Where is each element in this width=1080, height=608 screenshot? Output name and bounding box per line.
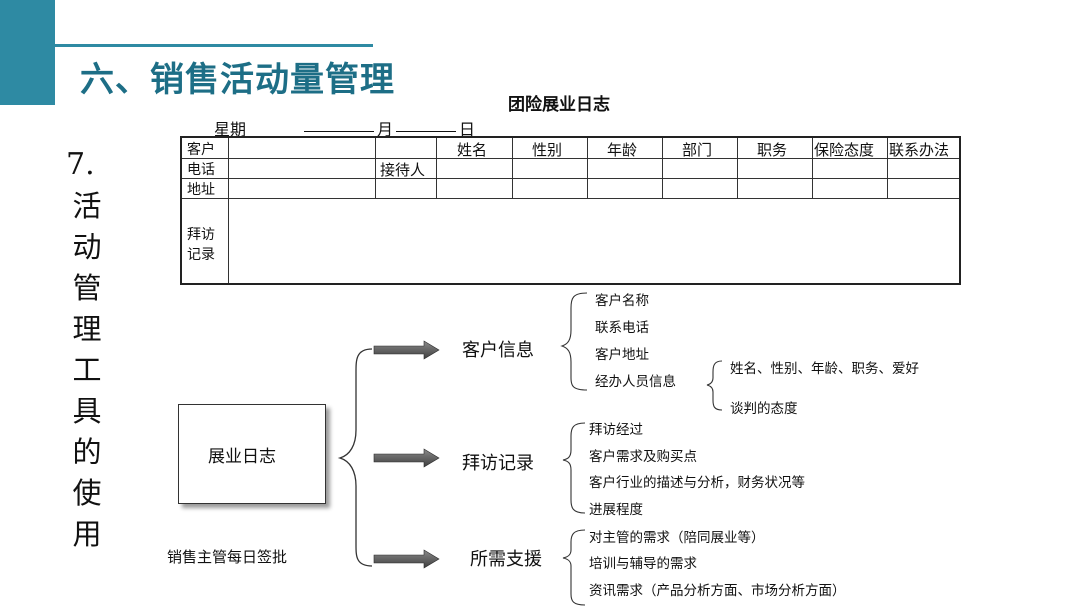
branch-label-support-needs: 所需支援 (470, 549, 542, 570)
col-divider (587, 138, 588, 198)
vertical-char: 理 (72, 312, 102, 346)
vertical-section-title: 活 动 管 理 工 具 的 使 用 (70, 186, 104, 555)
approval-note: 销售主管每日签批 (167, 548, 288, 566)
row-divider (182, 178, 959, 179)
col-header-contact-method: 联系办法 (889, 141, 950, 159)
vertical-char: 使 (72, 476, 102, 510)
row-label-phone: 电话 (187, 162, 215, 178)
col-divider (228, 138, 229, 283)
date-month-label: 月 (377, 120, 394, 139)
col-divider (512, 138, 513, 198)
col-divider (887, 138, 888, 198)
slide-title: 六、销售活动量管理 (80, 60, 395, 100)
col-divider (662, 138, 663, 198)
date-day-label: 日 (459, 120, 476, 139)
form-title: 团险展业日志 (508, 95, 610, 115)
row-label-visit-2: 记录 (187, 247, 215, 263)
vertical-char: 管 (72, 271, 102, 305)
branch-label-customer-info: 客户信息 (462, 340, 534, 361)
col-header-age: 年龄 (607, 141, 638, 159)
col-divider (375, 138, 376, 198)
row-label-visit-1: 拜访 (187, 227, 215, 243)
title-underline (55, 44, 373, 47)
header-accent-block (0, 0, 55, 105)
date-week-label: 星期 (214, 120, 247, 139)
vertical-char: 的 (72, 435, 102, 469)
visit-record-item: 客户需求及购买点 (589, 449, 697, 465)
section-number: 7. (66, 147, 95, 182)
support-need-item: 资讯需求（产品分析方面、市场分析方面） (589, 583, 846, 599)
customer-info-item: 联系电话 (595, 320, 649, 336)
receptionist-label: 接待人 (380, 161, 426, 179)
month-blank (304, 131, 374, 132)
row-divider (182, 158, 959, 159)
col-header-gender: 性别 (532, 141, 563, 159)
customer-info-item: 客户名称 (595, 293, 649, 309)
support-need-item: 对主管的需求（陪同展业等） (589, 530, 765, 546)
handler-info-subitem: 谈判的态度 (730, 401, 798, 417)
visit-record-item: 进展程度 (589, 502, 643, 518)
row-label-customer: 客户 (187, 142, 215, 158)
customer-info-item: 客户地址 (595, 347, 649, 363)
day-blank (396, 131, 456, 132)
support-need-item: 培训与辅导的需求 (589, 556, 697, 572)
col-header-position: 职务 (757, 141, 788, 159)
col-divider (436, 138, 437, 198)
vertical-char: 活 (72, 189, 102, 223)
root-node-label: 展业日志 (208, 447, 276, 467)
col-header-department: 部门 (682, 141, 713, 159)
vertical-char: 具 (72, 394, 102, 428)
root-node-box (178, 404, 326, 504)
vertical-char: 动 (72, 230, 102, 264)
visit-record-item: 客户行业的描述与分析，财务状况等 (589, 475, 805, 491)
branch-label-visit-record: 拜访记录 (462, 453, 534, 474)
vertical-char: 用 (72, 517, 102, 551)
handler-info-subitem: 姓名、性别、年龄、职务、爱好 (730, 361, 919, 377)
row-label-address: 地址 (187, 182, 215, 198)
visit-record-item: 拜访经过 (589, 422, 643, 438)
col-header-insurance-attitude: 保险态度 (814, 141, 875, 159)
vertical-char: 工 (72, 353, 102, 387)
col-header-name: 姓名 (457, 141, 488, 159)
col-divider (737, 138, 738, 198)
col-divider (812, 138, 813, 198)
visit-log-form: 客户 电话 地址 拜访 记录 接待人 姓名 性别 年龄 部门 职务 保险态度 联… (180, 136, 961, 285)
customer-info-item: 经办人员信息 (595, 374, 676, 390)
row-divider (182, 198, 959, 199)
